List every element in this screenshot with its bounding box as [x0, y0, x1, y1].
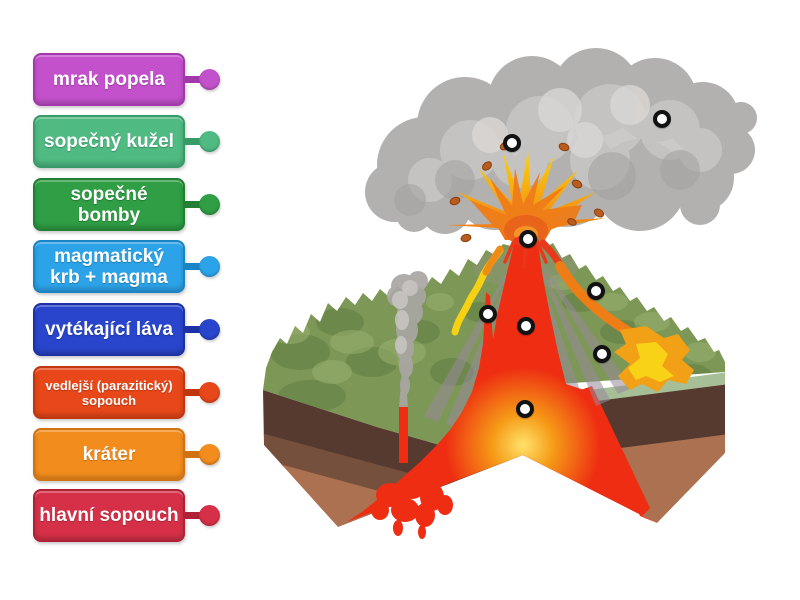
label-hlavni-sopouch[interactable]: hlavní sopouch: [33, 489, 223, 542]
label-connector: [183, 389, 209, 396]
label-connector-dot: [199, 444, 220, 465]
marker-dot-right-slope-upper[interactable]: [587, 282, 605, 300]
marker-dot-main-vent[interactable]: [517, 317, 535, 335]
label-connector: [183, 512, 209, 519]
label-sopecny-kuzel[interactable]: sopečný kužel: [33, 115, 223, 168]
label-box[interactable]: vytékající láva: [33, 303, 185, 356]
label-box[interactable]: sopečný kužel: [33, 115, 185, 168]
marker-dot-right-slope-lower[interactable]: [593, 345, 611, 363]
parasitic-vent-graphic: [371, 271, 453, 539]
label-text: hlavní sopouch: [39, 505, 179, 526]
label-connector-dot: [199, 194, 220, 215]
label-text: sopečné bomby: [70, 183, 148, 226]
label-text: mrak popela: [53, 69, 165, 90]
marker-dot-left-slope[interactable]: [479, 305, 497, 323]
label-box[interactable]: kráter: [33, 428, 185, 481]
label-connector-dot: [199, 131, 220, 152]
label-connector-dot: [199, 69, 220, 90]
label-connector-dot: [199, 505, 220, 526]
label-text: magmatický krb + magma: [50, 245, 168, 288]
left-lava-stream-graphic: [451, 245, 504, 336]
label-magmaticky-krb[interactable]: magmatický krb + magma: [33, 240, 223, 293]
label-box[interactable]: magmatický krb + magma: [33, 240, 185, 293]
label-connector: [183, 138, 209, 145]
label-connector-dot: [199, 382, 220, 403]
marker-dot-crater[interactable]: [519, 230, 537, 248]
right-lava-flow-graphic: [539, 239, 694, 392]
label-vedlejsi-sopouch[interactable]: vedlejší (parazitický) sopouch: [33, 366, 223, 419]
label-box[interactable]: sopečné bomby: [33, 178, 185, 231]
marker-dot-magma-chamber[interactable]: [516, 400, 534, 418]
label-vytekajici-lava[interactable]: vytékající láva: [33, 303, 223, 356]
marker-dot-cloud-left[interactable]: [503, 134, 521, 152]
label-mrak-popela[interactable]: mrak popela: [33, 53, 223, 106]
label-connector: [183, 201, 209, 208]
label-connector: [183, 326, 209, 333]
ash-cloud-graphic: [365, 48, 757, 234]
label-text: sopečný kužel: [44, 131, 174, 152]
label-box[interactable]: vedlejší (parazitický) sopouch: [33, 366, 185, 419]
label-box[interactable]: hlavní sopouch: [33, 489, 185, 542]
label-box[interactable]: mrak popela: [33, 53, 185, 106]
label-text: kráter: [82, 444, 136, 465]
label-connector: [183, 451, 209, 458]
label-connector: [183, 263, 209, 270]
label-connector-dot: [199, 256, 220, 277]
label-krater[interactable]: kráter: [33, 428, 223, 481]
label-connector: [183, 76, 209, 83]
label-text: vedlejší (parazitický) sopouch: [45, 377, 173, 408]
label-connector-dot: [199, 319, 220, 340]
label-sopecne-bomby[interactable]: sopečné bomby: [33, 178, 223, 231]
label-text: vytékající láva: [45, 319, 173, 340]
marker-dot-cloud-right[interactable]: [653, 110, 671, 128]
